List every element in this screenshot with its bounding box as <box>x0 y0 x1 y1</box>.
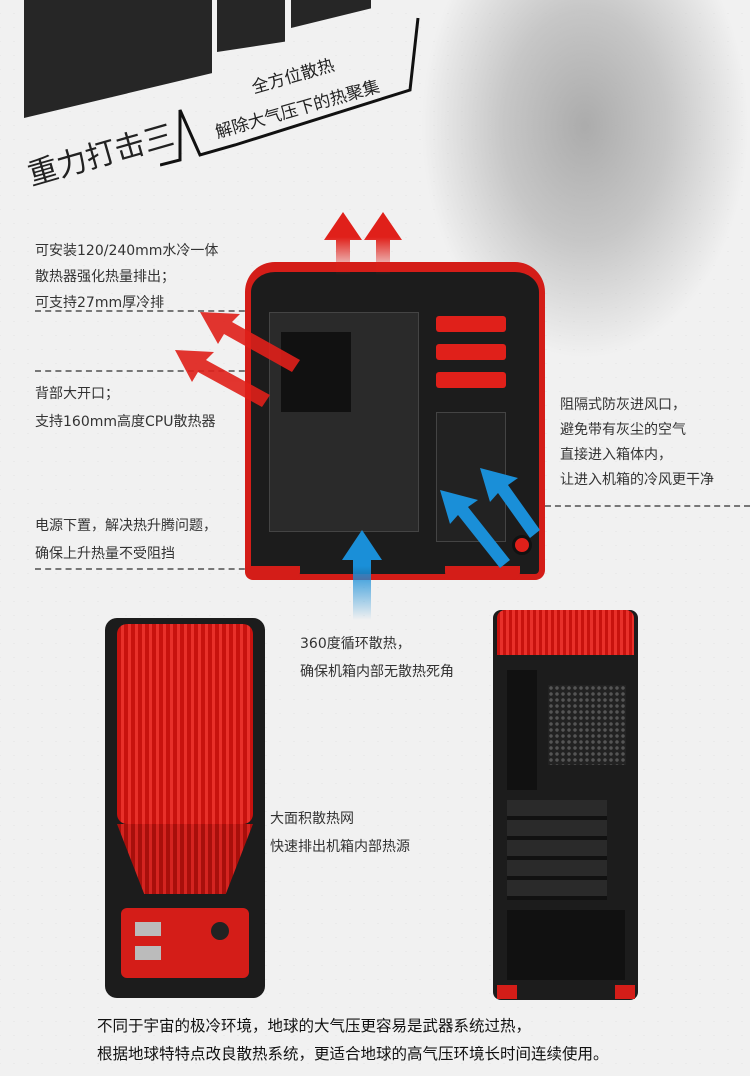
front-mesh-lower <box>117 824 253 894</box>
water-cooling-text: 可安装120/240mm水冷一体 散热器强化热量排出； 可支持27mm厚冷排 <box>35 238 218 316</box>
callout-line: 确保机箱内部无散热死角 <box>300 664 454 680</box>
cpu-cutout <box>281 332 351 412</box>
mesh-text: 大面积散热网 快速排出机箱内部热源 <box>270 805 410 861</box>
footer-line: 根据地球特特点改良散热系统，更适合地球的高气压环境长时间连续使用。 <box>97 1045 609 1063</box>
divider <box>35 310 255 312</box>
banner-block <box>217 0 285 52</box>
callout-line: 直接进入箱体内， <box>560 447 672 463</box>
callout-line: 让进入机箱的冷风更干净 <box>560 472 714 488</box>
case-foot <box>497 985 517 999</box>
top-mesh <box>497 610 634 655</box>
callout-line: 确保上升热量不受阻挡 <box>35 546 175 562</box>
exhaust-arrow-diagonal <box>175 312 300 407</box>
rear-opening-text: 背部大开口； 支持160mm高度CPU散热器 <box>35 380 215 436</box>
expansion-slots <box>507 800 607 900</box>
callout-line: 360度循环散热， <box>300 636 411 652</box>
drive-bays <box>436 312 506 392</box>
footer-text: 不同于宇宙的极冷环境，地球的大气压更容易是武器系统过热， 根据地球特特点改良散热… <box>97 1012 609 1068</box>
case-front <box>105 618 265 998</box>
rear-fan-grill <box>548 685 626 765</box>
divider <box>35 568 255 570</box>
callout-line: 大面积散热网 <box>270 811 354 827</box>
callout-line: 可安装120/240mm水冷一体 <box>35 243 219 259</box>
callout-line: 快速排出机箱内部热源 <box>270 839 410 855</box>
circulation-text: 360度循环散热， 确保机箱内部无散热死角 <box>300 630 454 686</box>
divider <box>545 505 750 507</box>
case-foot <box>245 566 300 580</box>
callout-line: 阻隔式防灰进风口， <box>560 397 686 413</box>
intake-arrow-up <box>342 530 382 620</box>
intake-text: 阻隔式防灰进风口， 避免带有灰尘的空气 直接进入箱体内， 让进入机箱的冷风更干净 <box>560 393 714 493</box>
intake-arrow-diagonal <box>440 468 540 568</box>
callout-line: 支持160mm高度CPU散热器 <box>35 414 216 430</box>
callout-line: 散热器强化热量排出； <box>35 269 175 285</box>
exhaust-arrow-up <box>324 212 402 275</box>
case-foot <box>615 985 635 999</box>
callout-line: 电源下置，解决热升腾问题， <box>35 518 217 534</box>
title-underline <box>160 17 420 167</box>
divider <box>35 370 255 372</box>
io-panel <box>121 908 249 978</box>
case-rear <box>493 610 638 1000</box>
psu-text: 电源下置，解决热升腾问题， 确保上升热量不受阻挡 <box>35 512 217 568</box>
callout-line: 避免带有灰尘的空气 <box>560 422 686 438</box>
case-foot <box>445 566 520 580</box>
footer-line: 不同于宇宙的极冷环境，地球的大气压更容易是武器系统过热， <box>97 1017 532 1035</box>
callout-line: 背部大开口； <box>35 386 119 402</box>
callout-line: 可支持27mm厚冷排 <box>35 295 165 311</box>
case-fan-button <box>512 535 532 555</box>
psu-cutout <box>507 910 625 980</box>
front-mesh <box>117 624 253 824</box>
io-cutout <box>507 670 537 790</box>
